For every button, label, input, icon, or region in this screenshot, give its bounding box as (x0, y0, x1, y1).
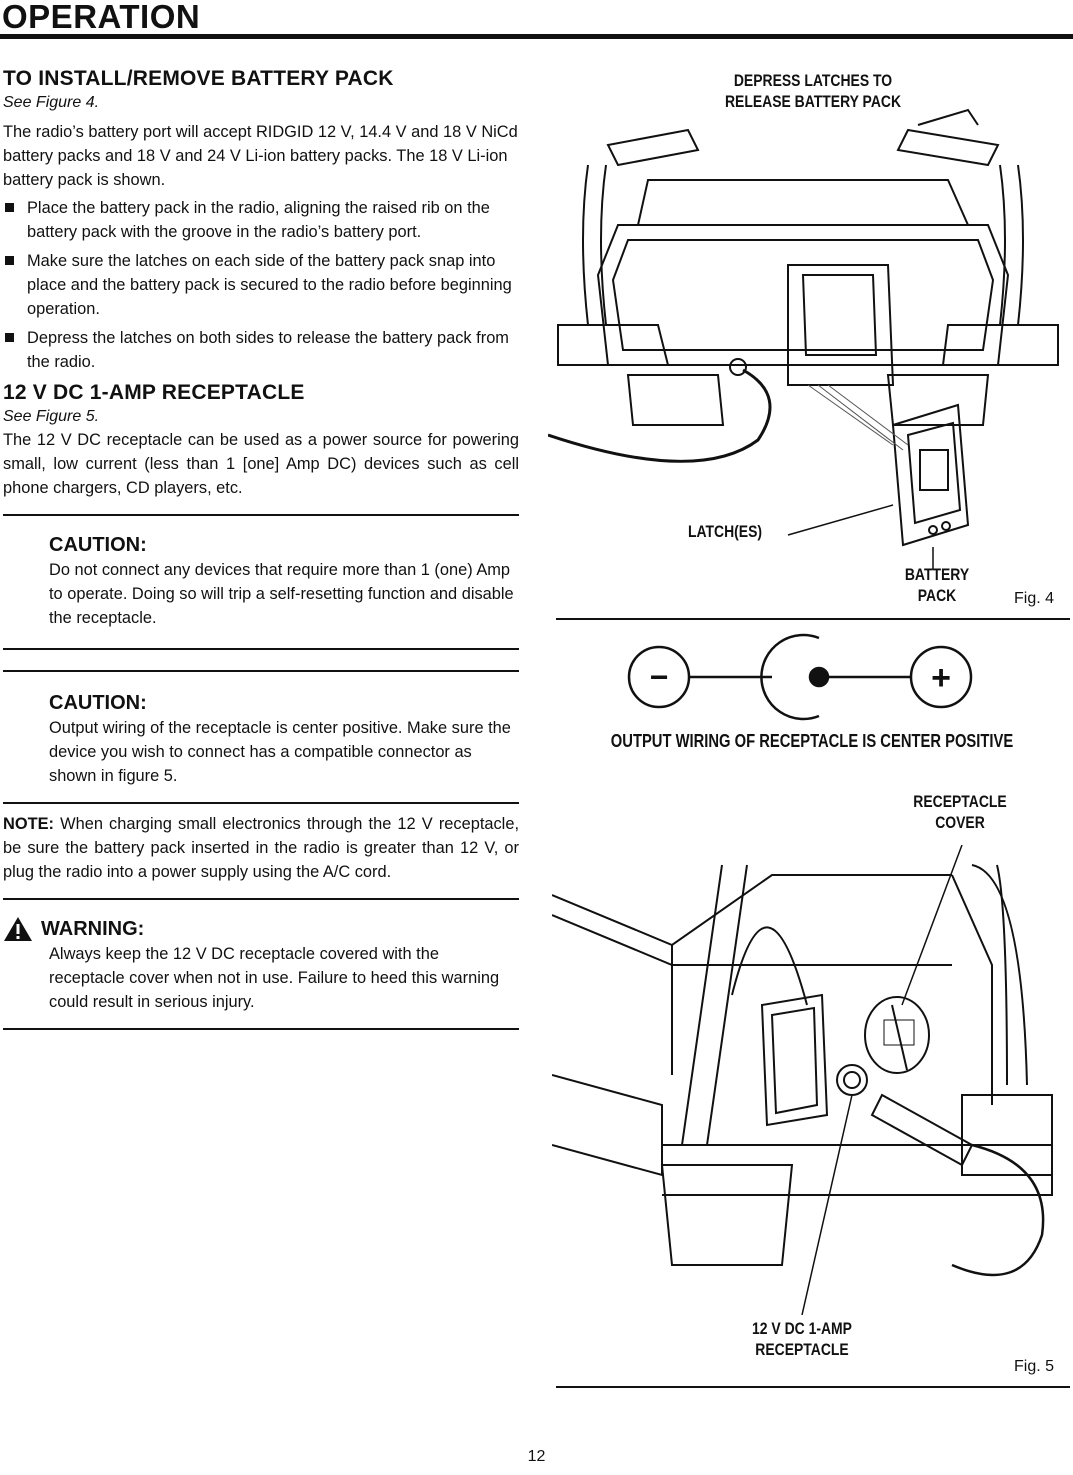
fig4-latch-release-label: DEPRESS LATCHES TO RELEASE BATTERY PACK (724, 71, 902, 111)
bullet-text: Depress the latches on both sides to rel… (27, 329, 509, 371)
divider (3, 802, 519, 804)
polarity-diagram: − + (627, 633, 973, 721)
bullet-square-icon (5, 256, 14, 265)
fig4-battery-label: BATTERY PACK (904, 565, 970, 605)
note-paragraph: NOTE: When charging small electronics th… (3, 812, 519, 884)
bullet-text: Place the battery pack in the radio, ali… (27, 199, 490, 241)
plus-symbol: + (931, 659, 951, 697)
minus-symbol: − (650, 659, 669, 695)
radio-battery-illustration (548, 108, 1059, 570)
divider (3, 1028, 519, 1030)
note-label: NOTE: (3, 815, 54, 833)
polarity-caption: OUTPUT WIRING OF RECEPTACLE IS CENTER PO… (610, 731, 1014, 751)
divider (3, 898, 519, 900)
list-item: Make sure the latches on each side of th… (3, 249, 519, 321)
warning-heading: WARNING: (3, 916, 519, 942)
fig5-cover-label: RECEPTACLE COVER (913, 792, 1007, 832)
fig5-caption: Fig. 5 (1014, 1358, 1055, 1375)
receptacle-heading: 12 V DC 1-AMP RECEPTACLE (3, 381, 305, 404)
list-item: Place the battery pack in the radio, ali… (3, 196, 519, 244)
caution-title: CAUTION: (49, 534, 147, 556)
warning-title: WARNING: (41, 918, 145, 940)
fig4-latch-label: LATCH(ES) (687, 522, 763, 541)
battery-intro: The radio’s battery port will accept RID… (3, 123, 518, 189)
fig5-receptacle-label: 12 V DC 1-AMP RECEPTACLE (752, 1319, 852, 1359)
receptacle-body: The 12 V DC receptacle can be used as a … (3, 431, 519, 497)
caution-body: Do not connect any devices that require … (49, 561, 514, 627)
page-title: OPERATION (2, 0, 201, 35)
bullet-text: Make sure the latches on each side of th… (27, 252, 512, 318)
receptacle-see-figure: See Figure 5. (3, 408, 100, 425)
warning-triangle-icon (4, 917, 32, 941)
bullet-square-icon (5, 333, 14, 342)
left-column: TO INSTALL/REMOVE BATTERY PACK See Figur… (3, 66, 519, 1030)
bullet-square-icon (5, 203, 14, 212)
warning-body: Always keep the 12 V DC receptacle cover… (49, 945, 500, 1011)
fig4-caption: Fig. 4 (1014, 590, 1055, 607)
battery-see-figure: See Figure 4. (3, 94, 100, 111)
caution-body: Output wiring of the receptacle is cente… (49, 719, 511, 785)
divider (3, 670, 519, 672)
page-number: 12 (527, 1448, 546, 1465)
battery-heading: TO INSTALL/REMOVE BATTERY PACK (3, 67, 394, 90)
header-rule (0, 34, 1073, 39)
receptacle-illustration (552, 845, 1053, 1315)
divider (3, 514, 519, 516)
note-body: When charging small electronics through … (3, 815, 519, 881)
list-item: Depress the latches on both sides to rel… (3, 326, 519, 374)
caution-title: CAUTION: (49, 692, 147, 714)
battery-bullets: Place the battery pack in the radio, ali… (3, 196, 519, 374)
divider (3, 648, 519, 650)
divider (556, 618, 1070, 620)
divider (556, 1386, 1070, 1388)
